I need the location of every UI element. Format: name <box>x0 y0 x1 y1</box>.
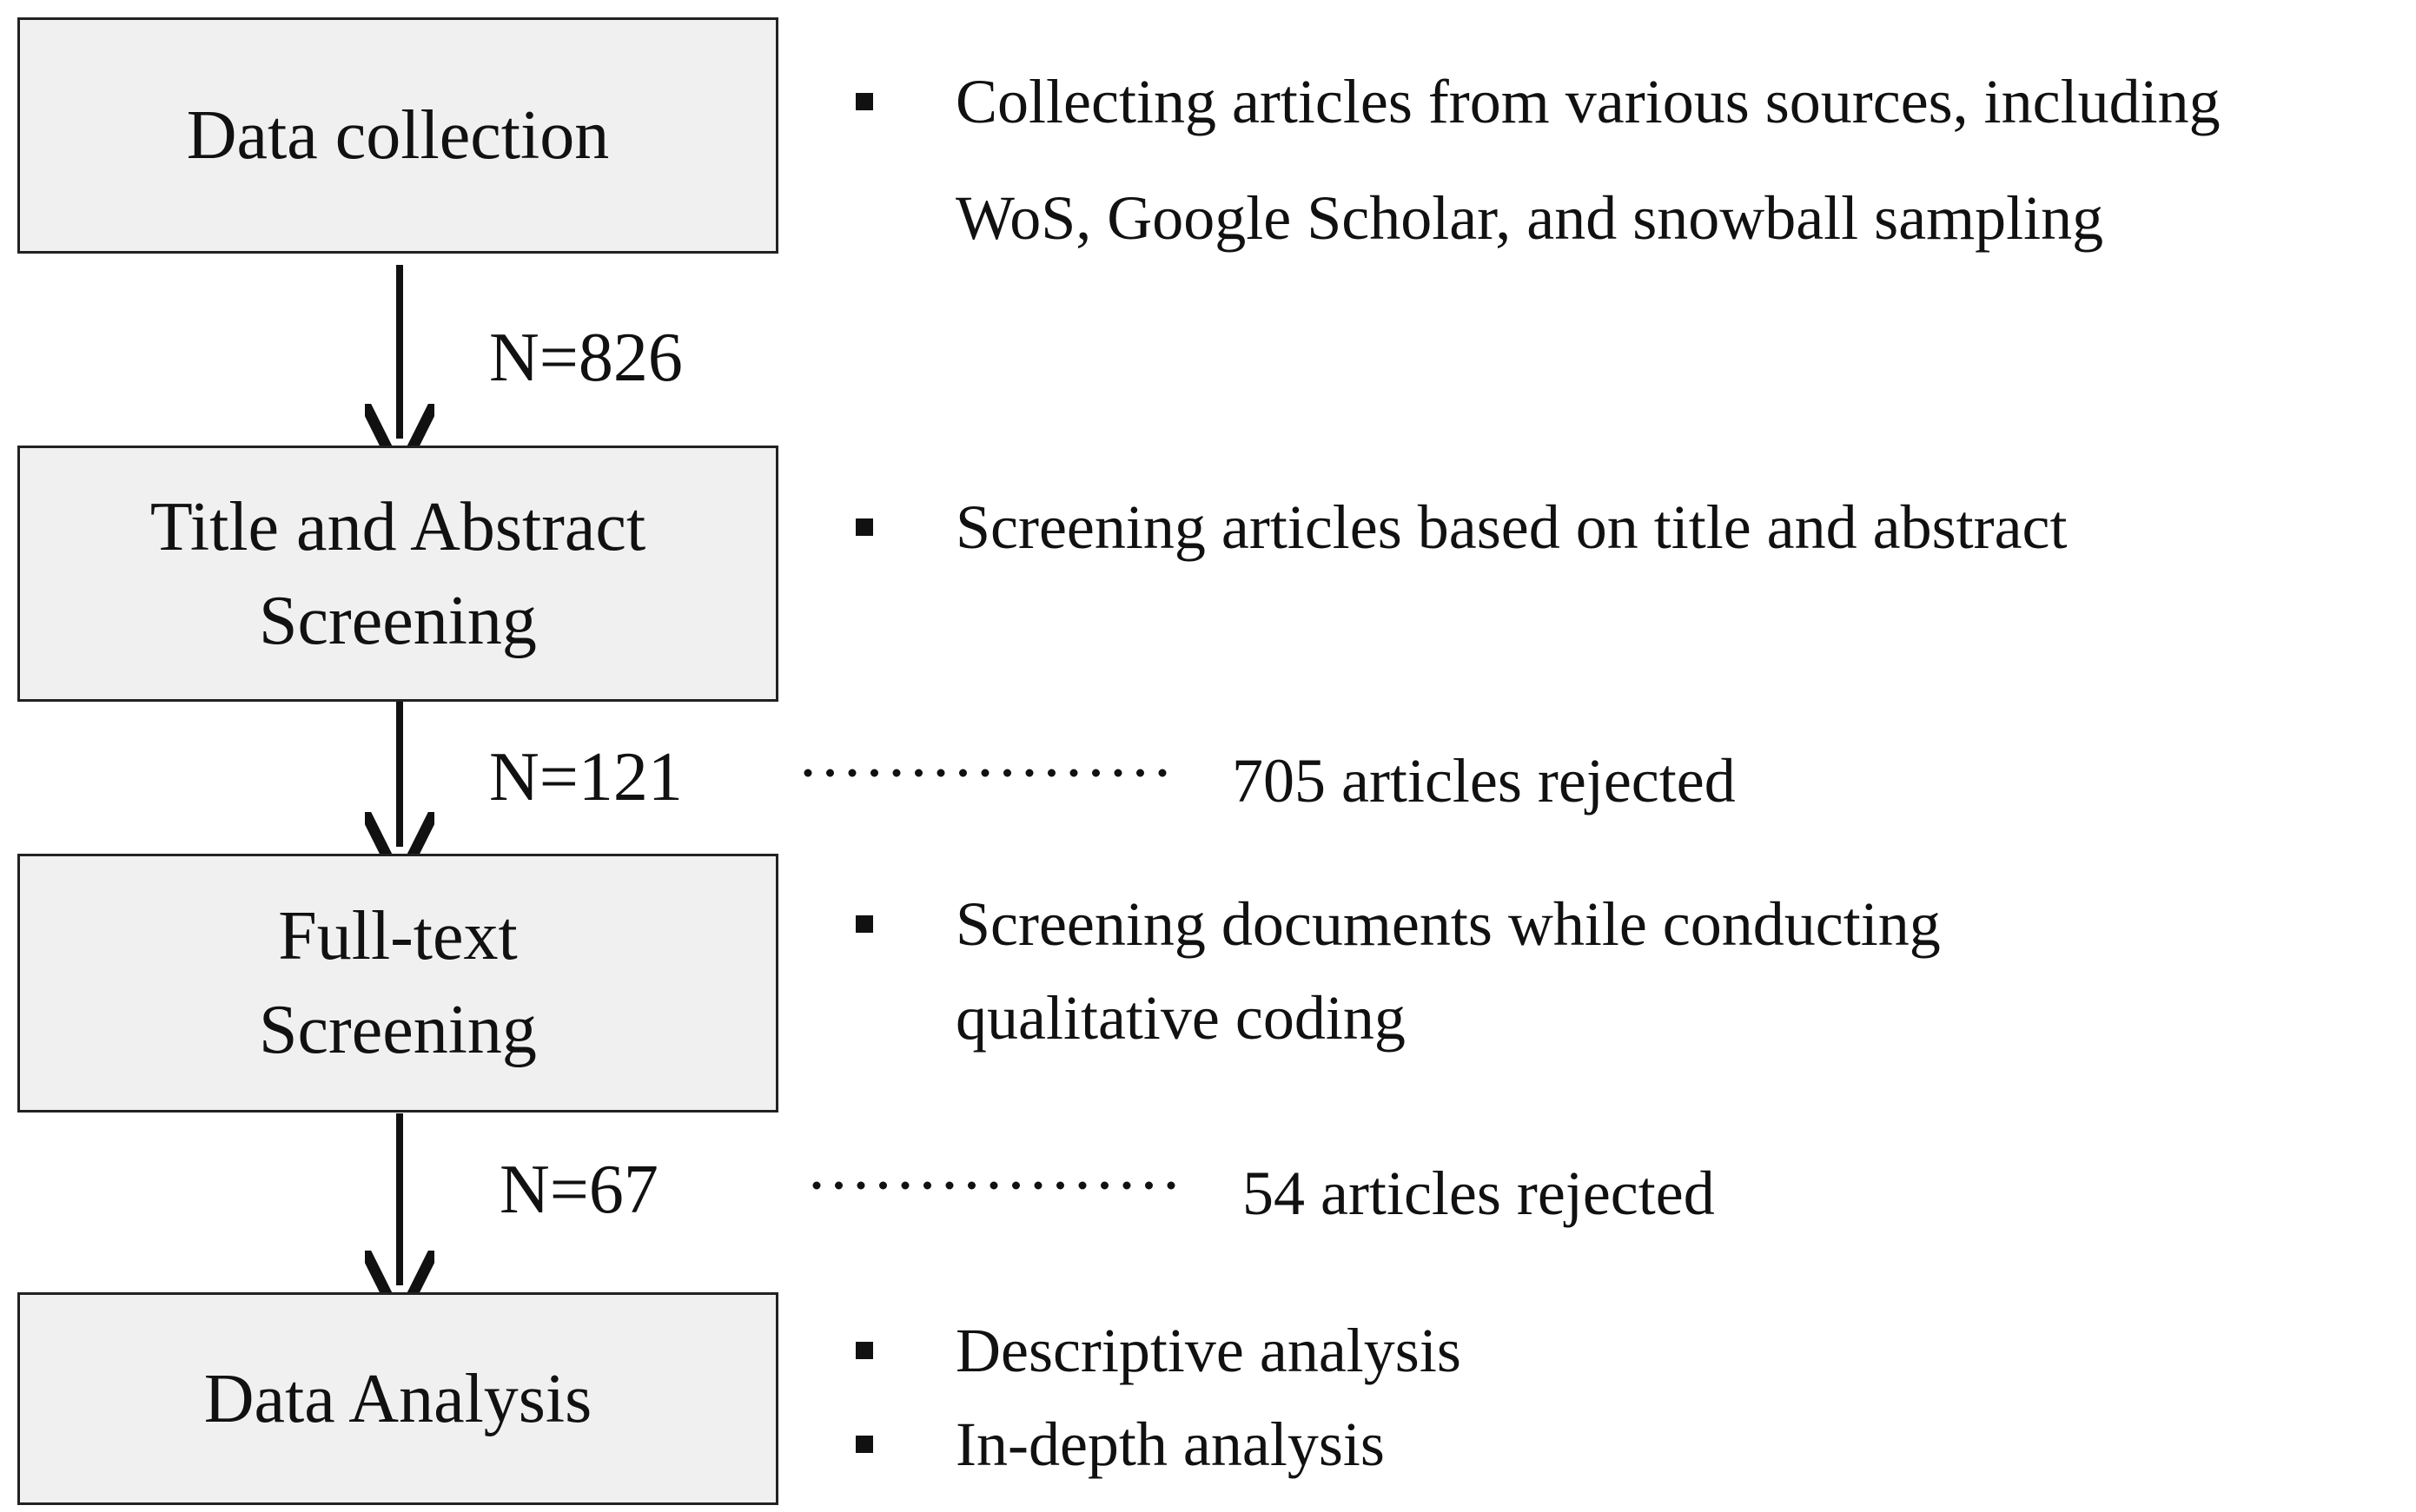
stage-label-line: Data collection <box>186 97 610 174</box>
stage-box-data-collection: Data collection <box>17 17 778 254</box>
stage-label-line: Full-text <box>278 898 518 974</box>
stage-box-fulltext-screening: Full-text Screening <box>17 854 778 1113</box>
rejected-label-705: 705 articles rejected <box>1232 746 1736 815</box>
stage-label-line: Screening <box>259 992 537 1068</box>
stage-label-line: Data Analysis <box>203 1360 592 1437</box>
stage-box-title-abstract-screening: Title and Abstract Screening <box>17 446 778 702</box>
bullet-square-icon <box>856 915 873 933</box>
bullet-square-icon <box>856 1342 873 1359</box>
bullet-text-line: In-depth analysis <box>956 1410 1385 1479</box>
count-label-826: N=826 <box>489 320 683 396</box>
stage-label-line: Title and Abstract <box>149 488 646 565</box>
bullet-square-icon <box>856 93 873 110</box>
rejected-label-54: 54 articles rejected <box>1242 1159 1715 1228</box>
count-label-121: N=121 <box>489 739 683 815</box>
bullet-text-line: Screening articles based on title and ab… <box>956 492 2068 562</box>
stage-label-line: Screening <box>259 582 537 659</box>
count-label-67: N=67 <box>500 1152 659 1228</box>
bullet-text-line: Collecting articles from various sources… <box>956 67 2221 136</box>
stage-box-data-analysis: Data Analysis <box>17 1292 778 1505</box>
bullet-square-icon <box>856 518 873 536</box>
bullet-text-line: WoS, Google Scholar, and snowball sampli… <box>956 183 2104 253</box>
bullet-text-line: qualitative coding <box>956 983 1406 1053</box>
bullet-square-icon <box>856 1436 873 1453</box>
bullet-text-line: Screening documents while conducting <box>956 889 1941 959</box>
bullet-text-line: Descriptive analysis <box>956 1316 1461 1385</box>
